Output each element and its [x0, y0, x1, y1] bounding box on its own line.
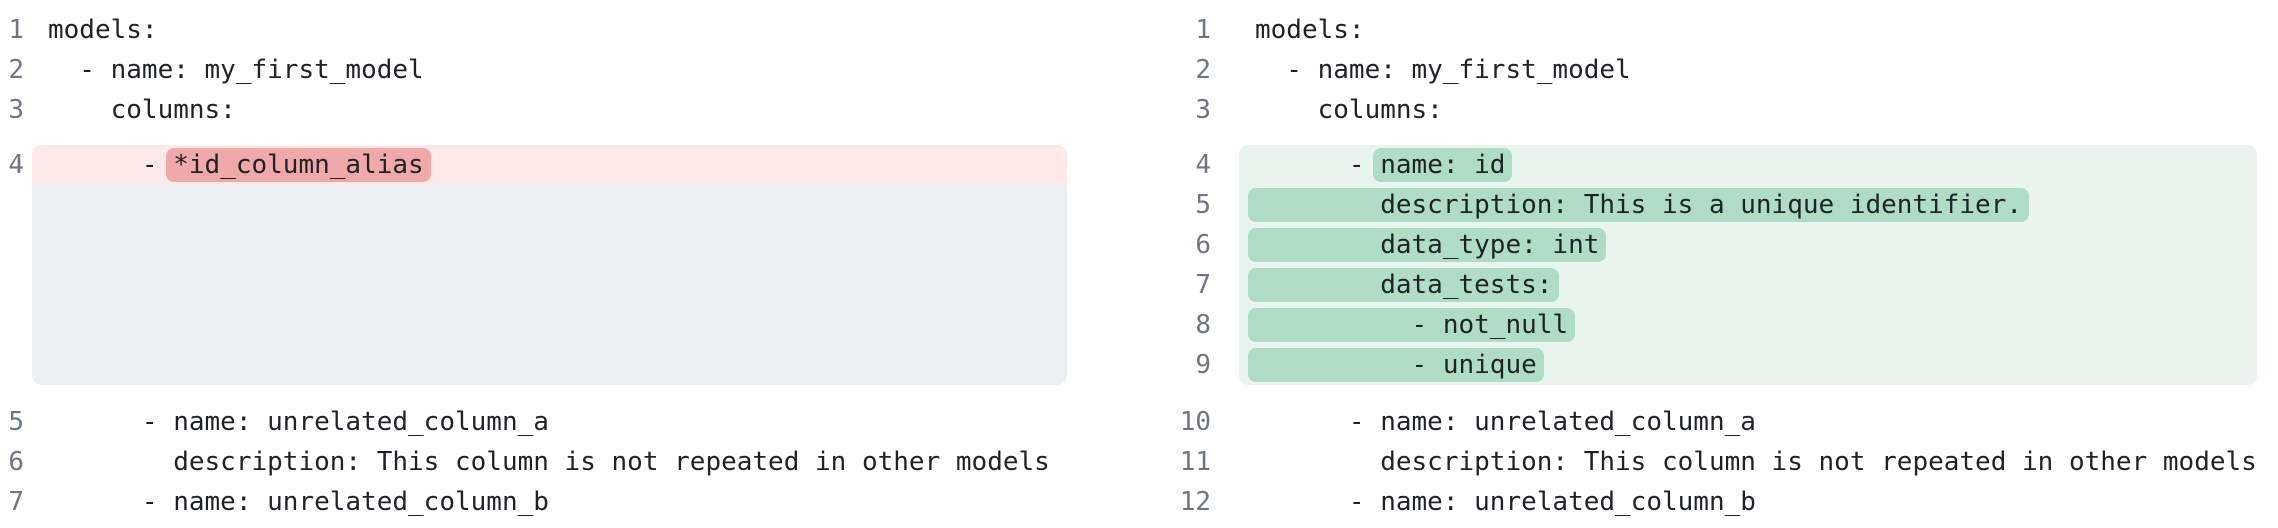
- line-number: 12: [1179, 487, 1211, 517]
- code-text: data_type: int: [1239, 225, 2257, 265]
- line-number: 4: [8, 150, 24, 180]
- line-number: 6: [1195, 230, 1211, 260]
- code-text: - name: unrelated_column_a: [48, 407, 549, 437]
- code-line: 3 columns:: [0, 90, 1067, 130]
- code-text: - name: unrelated_column_a: [1255, 407, 1756, 437]
- code-text: - name: unrelated_column_b: [1255, 487, 1756, 517]
- code-line: 3 columns:: [1139, 90, 2257, 130]
- code-line: 1 models:: [0, 10, 1067, 50]
- code-line: 6 data_type: int: [1139, 225, 2257, 265]
- code-line: 2 - name: my_first_model: [0, 50, 1067, 90]
- code-text: data_tests:: [1239, 265, 2257, 305]
- added-token-highlight: - not_null: [1248, 308, 1576, 342]
- line-number: 11: [1179, 447, 1211, 477]
- line-number: 5: [8, 407, 24, 437]
- line-number: 10: [1179, 407, 1211, 437]
- line-number: 2: [8, 55, 24, 85]
- added-token-highlight: - unique: [1248, 348, 1544, 382]
- code-text: models:: [48, 15, 158, 45]
- code-line: 7 - name: unrelated_column_b: [0, 482, 1067, 522]
- code-line: 8 - not_null: [1139, 305, 2257, 345]
- code-text: - name: my_first_model: [48, 55, 424, 85]
- code-line: 2 - name: my_first_model: [1139, 50, 2257, 90]
- line-number: 5: [1195, 190, 1211, 220]
- code-line: 1 models:: [1139, 10, 2257, 50]
- line-number: 7: [1195, 270, 1211, 300]
- code-text: - unique: [1239, 345, 2257, 385]
- removed-token-highlight: *id_column_alias: [166, 148, 431, 182]
- line-number: 8: [1195, 310, 1211, 340]
- line-number: 7: [8, 487, 24, 517]
- code-text: - not_null: [1239, 305, 2257, 345]
- code-line: 11 description: This column is not repea…: [1139, 442, 2257, 482]
- code-text: models:: [1255, 15, 1365, 45]
- filler-block: [32, 185, 1067, 385]
- code-text: - *id_column_alias: [32, 145, 1067, 185]
- code-line: 12 - name: unrelated_column_b: [1139, 482, 2257, 522]
- code-text: columns:: [1255, 95, 1443, 125]
- line-number: 3: [1195, 95, 1211, 125]
- line-number: 1: [8, 15, 24, 45]
- code-text: - name: unrelated_column_b: [48, 487, 549, 517]
- code-text: columns:: [48, 95, 236, 125]
- line-number: [0, 185, 24, 385]
- code-text: description: This is a unique identifier…: [1239, 185, 2257, 225]
- line-number: 3: [8, 95, 24, 125]
- added-token-highlight: description: This is a unique identifier…: [1248, 188, 2030, 222]
- added-token-highlight: data_type: int: [1248, 228, 1607, 262]
- code-line: 5 - name: unrelated_column_a: [0, 402, 1067, 442]
- code-text: - name: id: [1239, 145, 2257, 185]
- code-line: 10 - name: unrelated_column_a: [1139, 402, 2257, 442]
- code-line: 5 description: This is a unique identifi…: [1139, 185, 2257, 225]
- line-number: 1: [1195, 15, 1211, 45]
- code-line: 4 - name: id: [1139, 145, 2257, 185]
- line-number: 2: [1195, 55, 1211, 85]
- added-token-highlight: data_tests:: [1248, 268, 1560, 302]
- code-line: 6 description: This column is not repeat…: [0, 442, 1067, 482]
- code-line: 7 data_tests:: [1139, 265, 2257, 305]
- code-line: 4 - *id_column_alias: [0, 145, 1067, 185]
- line-number: 6: [8, 447, 24, 477]
- code-line: 9 - unique: [1139, 345, 2257, 385]
- code-text: description: This column is not repeated…: [48, 447, 1050, 477]
- added-token-highlight: name: id: [1373, 148, 1513, 182]
- code-text: - name: my_first_model: [1255, 55, 1631, 85]
- line-number: 9: [1195, 350, 1211, 380]
- line-number: 4: [1195, 150, 1211, 180]
- code-text: description: This column is not repeated…: [1255, 447, 2257, 477]
- collapsed-lines-filler: [0, 185, 1067, 385]
